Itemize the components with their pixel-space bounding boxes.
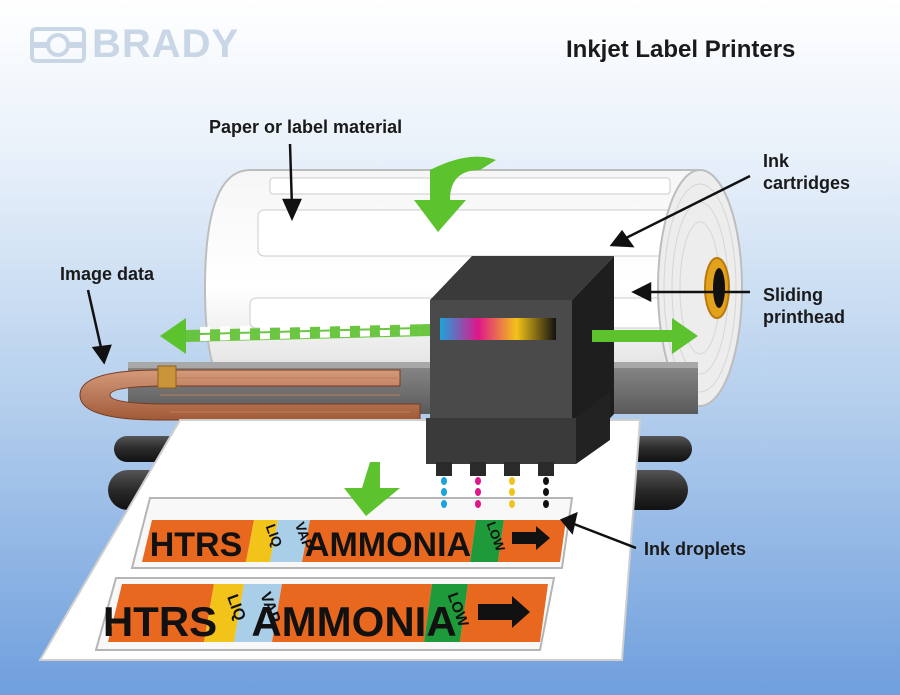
label-bottom (108, 584, 548, 642)
printhead (426, 256, 614, 476)
callout-sliding-printhead: Sliding printhead (763, 285, 846, 327)
label-ammonia-top: AMMONIA (305, 526, 471, 564)
label-liq-top: LIQ (263, 522, 286, 550)
motion-arrows (160, 156, 698, 516)
ink-cartridge-window (440, 318, 556, 340)
callout-pointers (86, 143, 751, 550)
ink-droplets (441, 477, 549, 508)
brand-name: BRADY (92, 22, 240, 66)
callout-ink-cartridges: Ink cartridges (763, 151, 851, 193)
output-arrow-icon (344, 462, 400, 516)
arrow-right-green-icon (592, 318, 698, 354)
ribbon-cable (79, 365, 421, 421)
label-ammonia-bottom: AMMONIA (251, 598, 456, 645)
label-htrs-bottom: HTRS (103, 598, 217, 645)
page-title: Inkjet Label Printers (566, 36, 796, 63)
brady-logo-icon (30, 26, 86, 63)
callout-image-data: Image data (60, 264, 155, 284)
brand: BRADY (30, 22, 239, 67)
callout-ink-droplets: Ink droplets (644, 539, 747, 559)
label-text-bottom: HTRS LIQ VAP AMMONIA LOW (103, 590, 472, 645)
callout-paper: Paper or label material (209, 117, 403, 137)
label-text-top: HTRS LIQ VAP AMMONIA LOW (150, 520, 509, 564)
arrow-right-icon (512, 526, 550, 550)
label-htrs-top: HTRS (150, 526, 243, 564)
feed-arrow-icon (414, 156, 496, 232)
label-top (142, 500, 566, 562)
